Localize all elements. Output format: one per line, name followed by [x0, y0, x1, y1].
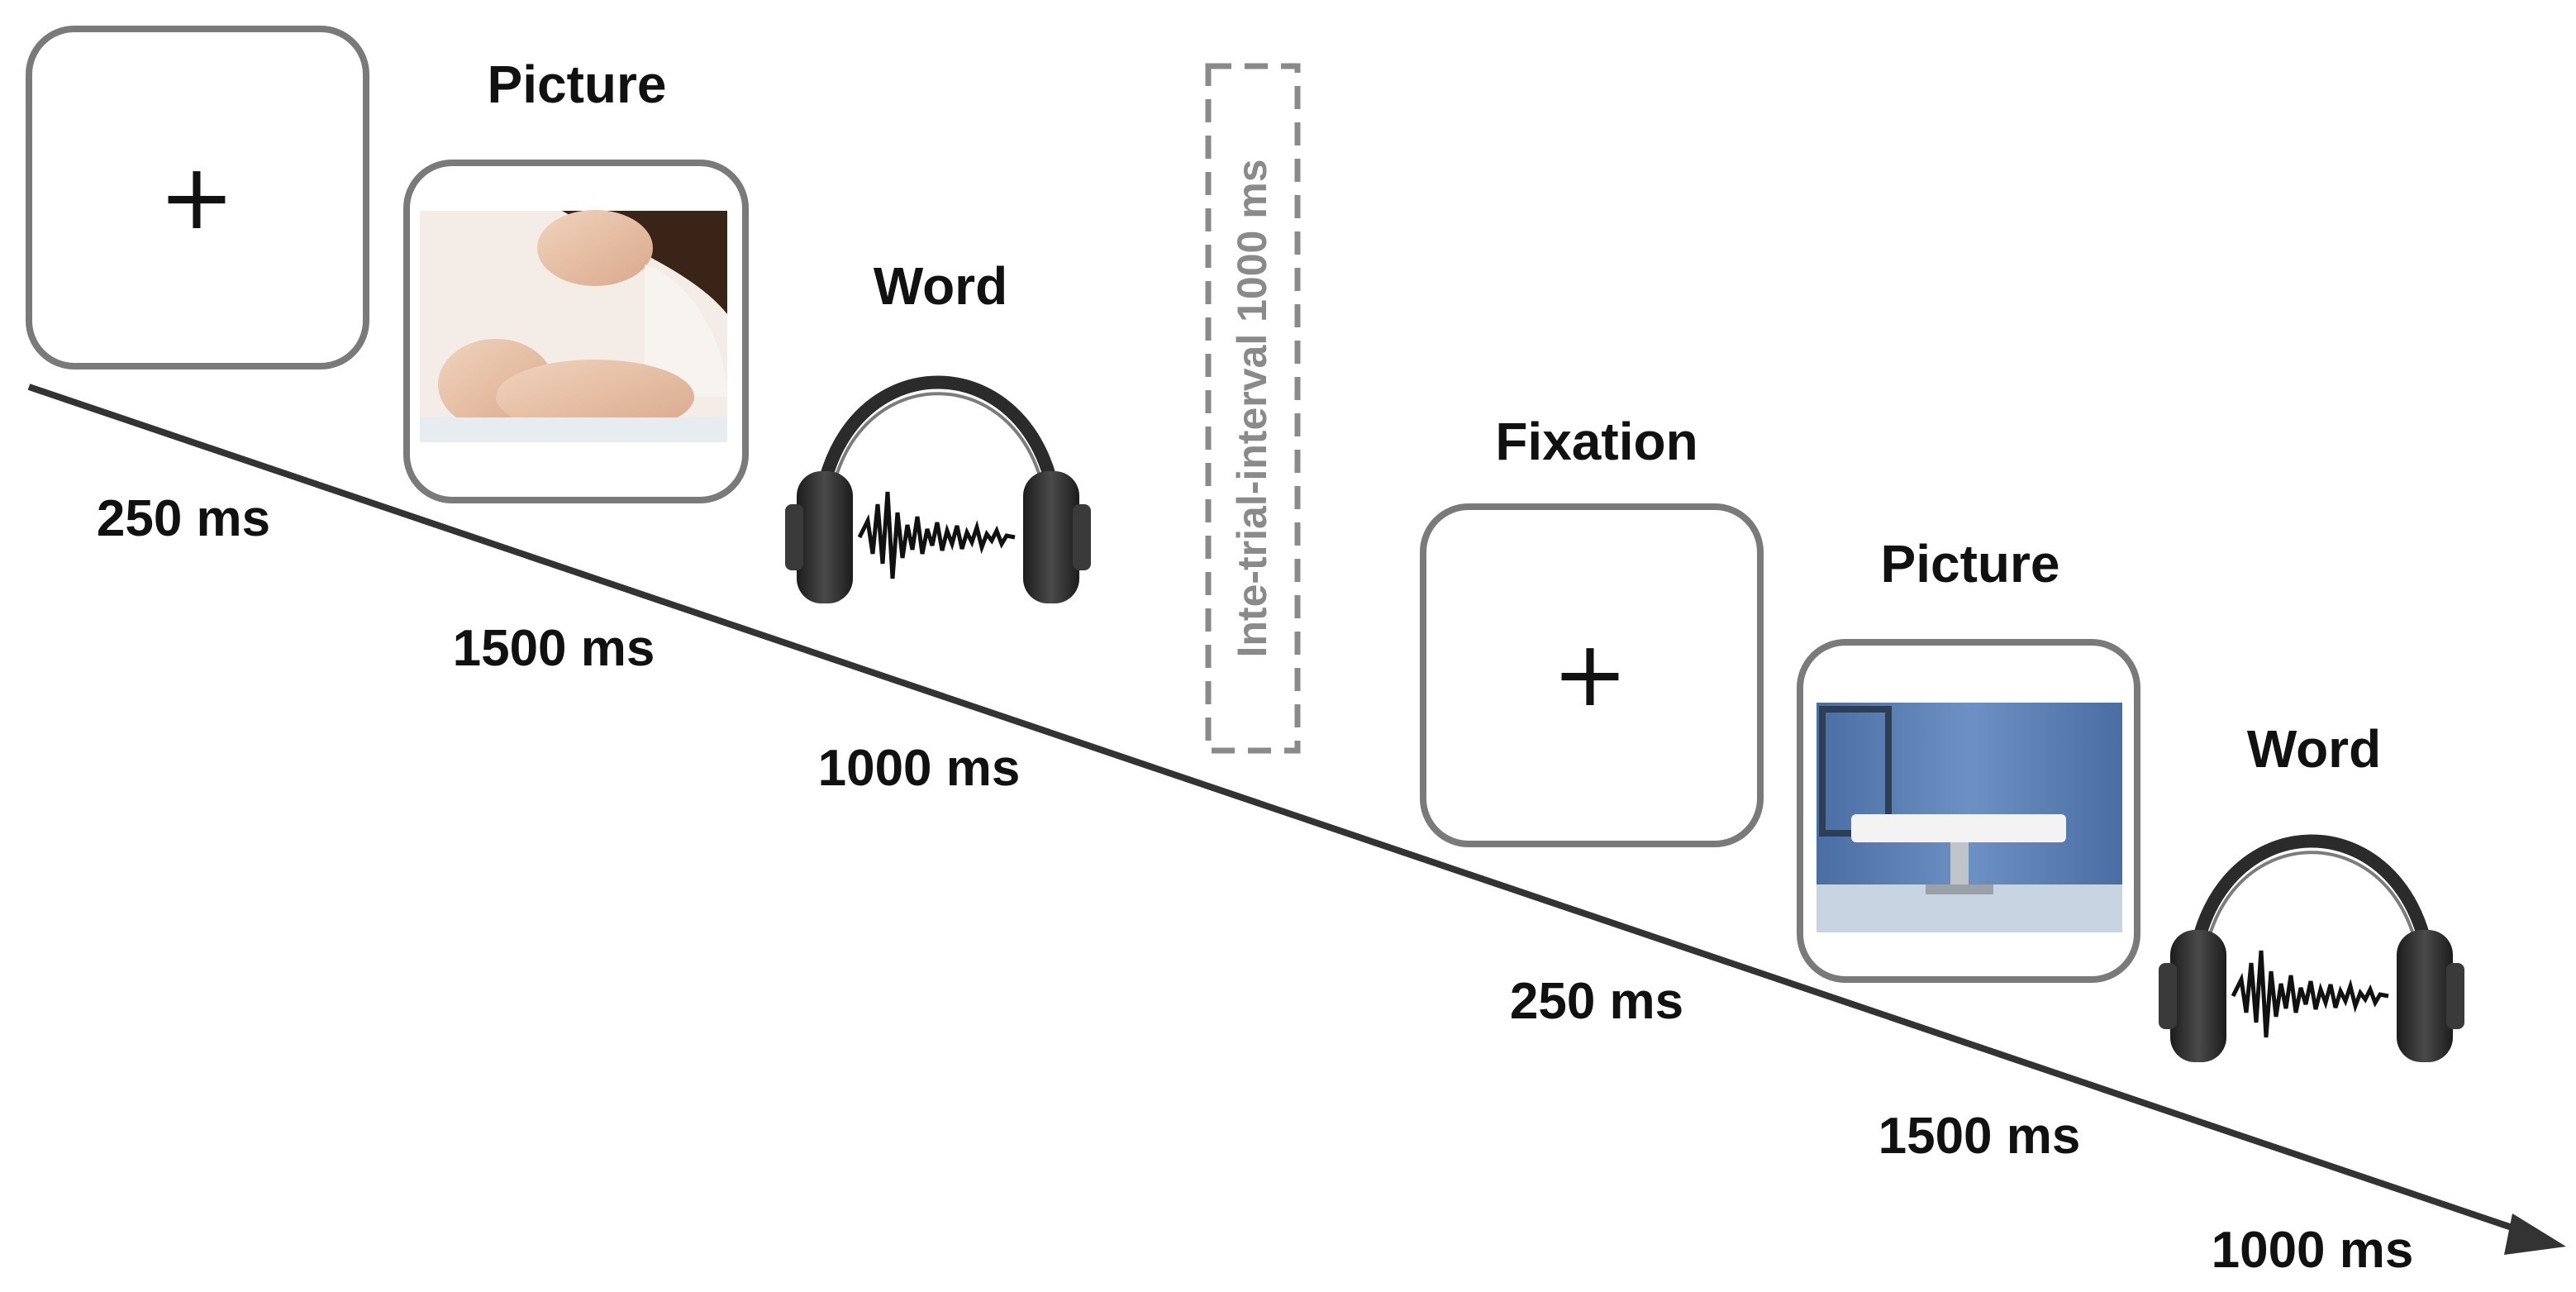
- fixation-cross-1: +: [159, 144, 235, 250]
- title-word-1: Word: [874, 256, 1007, 316]
- duration-label-fixation-2: 250 ms: [1510, 973, 1683, 1030]
- timeline-axis: [27, 384, 2531, 1237]
- mother-baby-photo: [420, 210, 727, 442]
- room-photo: [1817, 703, 2122, 932]
- fixation-cross-2: +: [1552, 621, 1628, 727]
- duration-label-fixation-1: 250 ms: [97, 490, 270, 547]
- title-fixation-2: Fixation: [1495, 412, 1697, 471]
- headphones-icon-1: [785, 383, 1091, 604]
- timeline-arrowhead: [2504, 1213, 2566, 1255]
- fixation-frame-1: [26, 26, 369, 369]
- title-picture-1: Picture: [488, 55, 667, 114]
- iti-box: [1205, 63, 1301, 754]
- duration-label-word-1: 1000 ms: [818, 740, 1021, 797]
- title-word-2: Word: [2247, 719, 2381, 779]
- iti-label: Inte-trial-interval 1000 ms: [1229, 159, 1275, 657]
- fixation-frame-2: [1420, 503, 1764, 847]
- headphones-icon-2: [2159, 841, 2464, 1063]
- title-picture-2: Picture: [1881, 534, 2060, 594]
- duration-label-word-2: 1000 ms: [2212, 1222, 2414, 1279]
- duration-label-picture-1: 1500 ms: [453, 620, 655, 677]
- duration-label-picture-2: 1500 ms: [1878, 1108, 2081, 1165]
